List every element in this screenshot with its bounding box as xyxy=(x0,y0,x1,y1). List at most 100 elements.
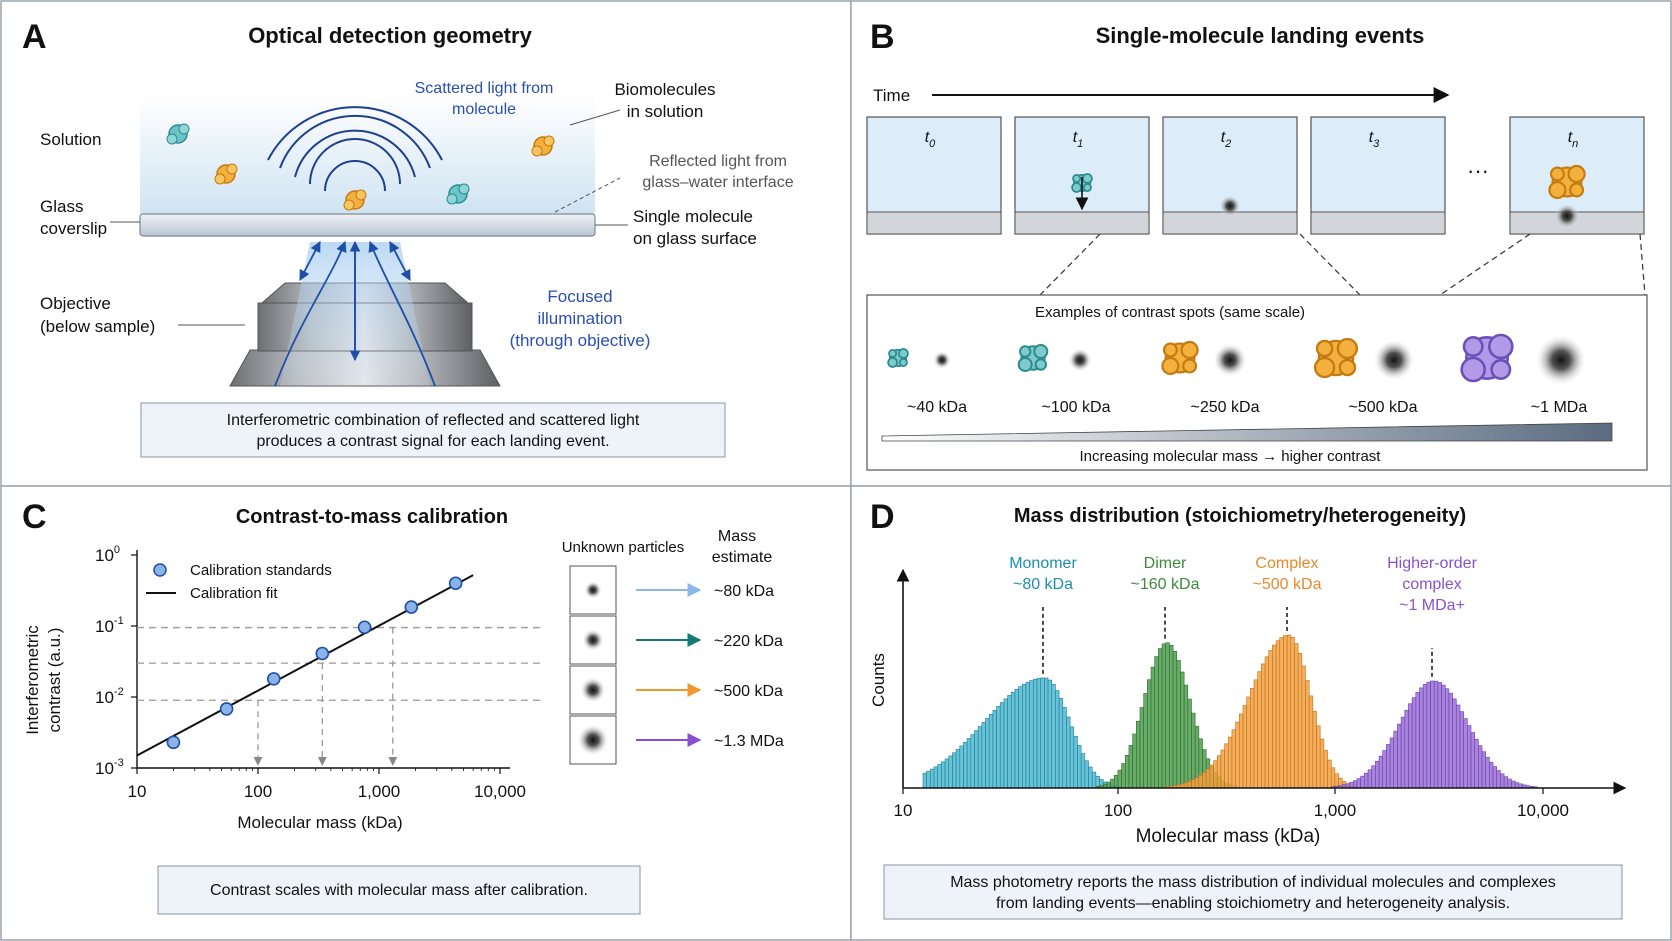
hist-bar-2 xyxy=(1238,713,1244,789)
hist-bar-3 xyxy=(1455,704,1461,789)
hist-bar-2 xyxy=(1261,663,1266,789)
hist-bar-3 xyxy=(1459,711,1464,789)
label-biomolecules: Biomolecules xyxy=(614,80,715,99)
scattered-waves xyxy=(267,106,443,192)
blob-part xyxy=(1460,356,1486,383)
hist-bar-1 xyxy=(1113,774,1119,789)
legend-standards-marker xyxy=(153,563,167,577)
leader-biomolecules xyxy=(569,109,621,126)
frame-glass-0 xyxy=(866,211,1002,235)
zoom-lines xyxy=(1039,233,1646,296)
hist-bar-0 xyxy=(1073,736,1078,789)
panel-a-title: Optical detection geometry xyxy=(248,23,532,48)
hist-bar-0 xyxy=(926,770,931,789)
calib-point-3 xyxy=(315,646,330,661)
hist-bar-2 xyxy=(1283,635,1288,789)
hist-bar-3 xyxy=(1452,698,1457,789)
unknown-title: Unknown particles xyxy=(562,539,685,556)
panel-a-letter: A xyxy=(22,18,47,56)
hist-bar-0 xyxy=(937,764,942,789)
hist-xtick-label-3: 10,000 xyxy=(1517,801,1569,820)
hist-bar-2 xyxy=(1191,779,1196,789)
example-label-1: ~100 kDa xyxy=(1042,399,1111,416)
hist-bar-2 xyxy=(1253,679,1258,789)
blob-part xyxy=(1567,164,1586,184)
panel-d-caption-2: from landing events—enabling stoichiomet… xyxy=(996,895,1510,912)
example-molecule-icon-3 xyxy=(1313,337,1359,379)
hist-bar-3 xyxy=(1511,780,1516,789)
label-objective: Objective xyxy=(40,294,111,313)
hist-bar-3 xyxy=(1356,778,1361,789)
panel-d-title: Mass distribution (stoichiometry/heterog… xyxy=(1014,505,1466,527)
panel-c-frame xyxy=(0,485,852,941)
panel-c-caption: Contrast scales with molecular mass afte… xyxy=(210,882,588,899)
blob-part xyxy=(1162,342,1178,358)
frame-sub-3: 3 xyxy=(1373,138,1380,150)
hist-xtick-label-1: 100 xyxy=(1104,801,1132,820)
hist-bar-0 xyxy=(1040,677,1045,789)
panel-a-caption-box xyxy=(140,402,726,458)
label-coverslip-2: coverslip xyxy=(40,219,107,238)
calib-ytick-label-0: 100 xyxy=(95,544,120,565)
hist-bar-1 xyxy=(1158,648,1163,789)
hist-bar-1 xyxy=(1117,769,1122,789)
hist-bar-3 xyxy=(1485,756,1490,789)
hist-bar-3 xyxy=(1360,775,1365,789)
calib-ytick-exp-3: -3 xyxy=(114,757,124,769)
hist-bar-3 xyxy=(1353,780,1358,789)
blob-part xyxy=(1182,358,1198,374)
hist-bar-0 xyxy=(977,726,983,789)
biomolecule-teal-icon xyxy=(166,123,190,145)
hist-bar-3 xyxy=(1375,760,1380,789)
hist-bar-0 xyxy=(1025,681,1030,789)
peak-label-3-0: Higher-order xyxy=(1387,555,1477,572)
hist-bar-0 xyxy=(988,714,994,789)
hist-bar-0 xyxy=(1066,716,1071,789)
calib-xtick-label-3: 10,000 xyxy=(474,782,526,801)
hist-bar-3 xyxy=(1514,782,1520,789)
legend-fit: Calibration fit xyxy=(190,585,278,602)
hist-bar-0 xyxy=(930,768,935,789)
peak-label-0-0: Monomer xyxy=(1009,555,1077,572)
examples-title: Examples of contrast spots (same scale) xyxy=(1035,304,1305,321)
panel-d-letter: D xyxy=(870,498,895,536)
hist-bar-0 xyxy=(1010,691,1016,789)
label-reflected-2: glass–water interface xyxy=(642,174,793,191)
label-biomolecules-2: in solution xyxy=(627,102,704,121)
hist-bar-0 xyxy=(1091,771,1097,789)
hist-bar-1 xyxy=(1143,693,1148,789)
blob-part xyxy=(1313,356,1336,379)
blob-part xyxy=(1161,356,1180,376)
label-coverslip: Glass xyxy=(40,197,83,216)
hist-bar-3 xyxy=(1408,703,1413,789)
calib-point-6 xyxy=(448,576,463,591)
hist-bar-1 xyxy=(1136,720,1141,789)
blob-part xyxy=(1082,183,1092,192)
hist-bar-3 xyxy=(1478,745,1483,789)
hist-bar-2 xyxy=(1290,636,1295,789)
hist-bar-0 xyxy=(933,766,939,789)
hist-bar-0 xyxy=(1051,684,1056,789)
panel-a-caption-2: produces a contrast signal for each land… xyxy=(256,433,609,450)
time-label: Time xyxy=(873,86,910,105)
hist-bar-1 xyxy=(1165,642,1170,789)
panel-a: A Optical detection geometry xyxy=(22,18,794,458)
hist-bar-2 xyxy=(1334,773,1339,789)
hist-bar-0 xyxy=(1003,698,1008,789)
hist-bar-3 xyxy=(1419,687,1424,789)
hist-bar-1 xyxy=(1128,745,1133,789)
hist-bar-3 xyxy=(1437,682,1442,789)
hist-bar-3 xyxy=(1378,755,1384,789)
blob-part xyxy=(1569,182,1585,198)
hist-bar-1 xyxy=(1110,778,1115,789)
increasing-label: Increasing molecular mass → higher contr… xyxy=(1080,448,1382,465)
hist-bar-3 xyxy=(1444,688,1450,789)
example-label-2: ~250 kDa xyxy=(1191,399,1260,416)
hist-bar-2 xyxy=(1316,725,1321,789)
hist-bar-2 xyxy=(1272,644,1277,789)
example-molecule-icon-0 xyxy=(887,348,909,368)
calib-ylabel-2: contrast (a.u.) xyxy=(45,628,64,733)
